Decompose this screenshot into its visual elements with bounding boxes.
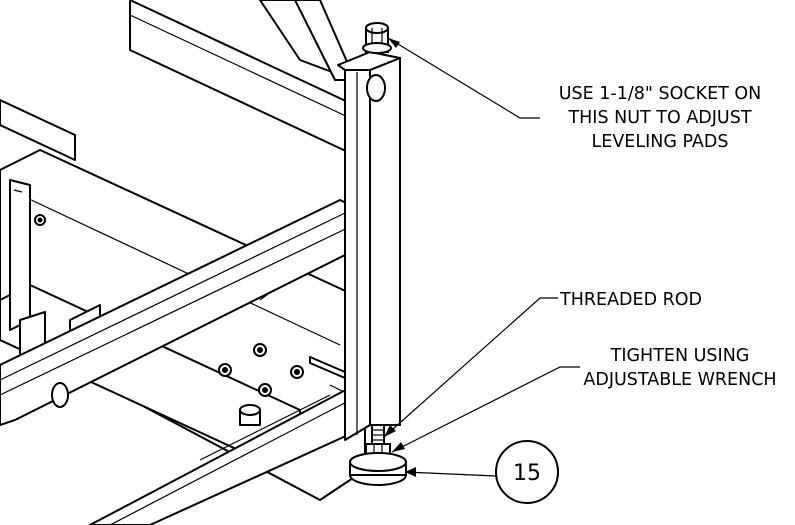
upper-frame: [0, 0, 366, 161]
bolt-icon: [34, 214, 46, 226]
leg-post: [337, 51, 401, 441]
socket-callout-line-2: THIS NUT TO ADJUST: [567, 108, 751, 128]
top-nut-icon: [362, 22, 392, 54]
bolt-icon: [253, 343, 267, 357]
wrench-callout: TIGHTEN USING ADJUSTABLE WRENCH: [583, 346, 776, 390]
tube-hole-icon: [51, 382, 69, 408]
post-hole-icon: [366, 74, 386, 102]
arrowhead-icon: [392, 442, 405, 452]
leaders: [383, 37, 580, 477]
cross-tube: [0, 199, 366, 426]
left-bracket: [9, 179, 31, 331]
leveling-pad-icon: [349, 452, 407, 486]
threaded-rod-callout: THREADED ROD: [559, 290, 702, 310]
wrench-callout-line-2: ADJUSTABLE WRENCH: [583, 370, 776, 390]
arrowhead-icon: [388, 38, 400, 48]
socket-callout-line-1: USE 1-1/8" SOCKET ON: [559, 84, 762, 104]
plate-bolts: [34, 214, 304, 397]
bolt-icon: [290, 365, 304, 379]
item-number: 15: [513, 461, 541, 486]
arrowhead-icon: [384, 425, 396, 437]
threaded-rod-icon: [371, 424, 385, 446]
bolt-icon: [258, 383, 272, 397]
arrowhead-icon: [405, 467, 416, 477]
bolt-icon: [218, 363, 232, 377]
socket-callout-line-3: LEVELING PADS: [592, 132, 729, 152]
item-balloon: 15: [495, 440, 559, 504]
wrench-callout-line-1: TIGHTEN USING: [610, 346, 750, 366]
socket-callout: USE 1-1/8" SOCKET ON THIS NUT TO ADJUST …: [559, 84, 762, 152]
